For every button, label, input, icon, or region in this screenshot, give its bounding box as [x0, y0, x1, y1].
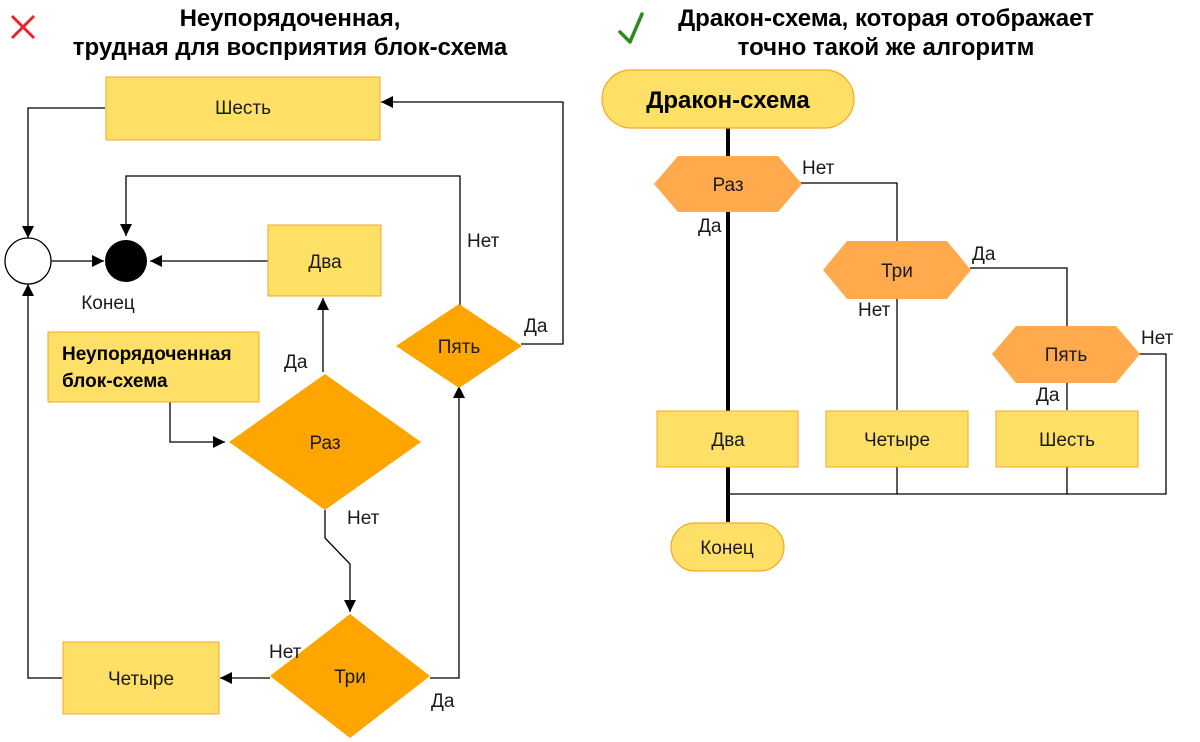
start-label-line2: блок-схема [62, 371, 168, 392]
drakon-raz-yes: Да [698, 216, 722, 237]
raz-yes-label: Да [284, 352, 308, 373]
node-pyat-label: Пять [438, 337, 481, 358]
node-shest: Шесть [105, 76, 381, 141]
drakon-chetyre: Четыре [825, 410, 969, 468]
drakon-pyat-label: Пять [1045, 345, 1088, 366]
node-start: Неупорядоченная блок-схема [47, 331, 260, 403]
drakon-shest-label: Шесть [1039, 430, 1095, 451]
node-pyat: Пять [396, 304, 522, 388]
check-icon [618, 12, 644, 44]
right-connectors [728, 182, 1167, 495]
end-circle [105, 240, 147, 282]
drakon-raz: Раз [654, 156, 802, 212]
right-panel: Дракон-схема, которая отображает точно т… [601, 5, 1174, 572]
drakon-pyat: Пять [992, 326, 1140, 383]
drakon-tri-yes: Да [972, 244, 996, 265]
node-dva: Два [267, 224, 382, 297]
node-raz: Раз [229, 374, 421, 510]
drakon-tri-label: Три [881, 261, 913, 282]
left-panel: Неупорядоченная, трудная для восприятия … [4, 5, 564, 738]
pyat-yes-label: Да [524, 316, 548, 337]
drakon-pyat-no: Нет [1141, 328, 1174, 349]
drakon-header-label: Дракон-схема [646, 87, 810, 114]
drakon-tri: Три [823, 241, 971, 299]
end-label: Конец [81, 293, 135, 314]
tri-no-label: Нет [269, 642, 302, 663]
node-chetyre: Четыре [62, 641, 220, 715]
drakon-end: Конец [670, 522, 785, 572]
node-raz-label: Раз [309, 433, 340, 454]
left-connectors [22, 96, 564, 684]
drakon-pyat-yes: Да [1036, 385, 1060, 406]
drakon-chetyre-label: Четыре [864, 430, 930, 451]
left-title-line1: Неупорядоченная, [180, 5, 401, 32]
drakon-raz-label: Раз [712, 175, 743, 196]
node-tri: Три [270, 614, 430, 738]
right-title-line2: точно такой же алгоритм [738, 34, 1035, 61]
node-dva-label: Два [308, 252, 342, 273]
merge-circle [4, 237, 52, 285]
cross-icon [10, 14, 36, 40]
tri-yes-label: Да [431, 691, 455, 712]
drakon-dva-label: Два [711, 430, 745, 451]
drakon-raz-no: Нет [802, 158, 835, 179]
drakon-tri-no: Нет [858, 300, 891, 321]
drakon-shest: Шесть [995, 410, 1139, 468]
node-chetyre-label: Четыре [108, 669, 174, 690]
left-title-line2: трудная для восприятия блок-схема [73, 34, 508, 61]
node-shest-label: Шесть [215, 98, 271, 119]
right-title-line1: Дракон-схема, которая отображает [678, 5, 1094, 32]
pyat-no-label: Нет [467, 231, 500, 252]
raz-no-label: Нет [347, 508, 380, 529]
drakon-header: Дракон-схема [601, 69, 855, 129]
node-tri-label: Три [334, 667, 366, 688]
drakon-end-label: Конец [700, 538, 754, 559]
drakon-dva: Два [656, 410, 799, 468]
start-label-line1: Неупорядоченная [62, 344, 232, 365]
